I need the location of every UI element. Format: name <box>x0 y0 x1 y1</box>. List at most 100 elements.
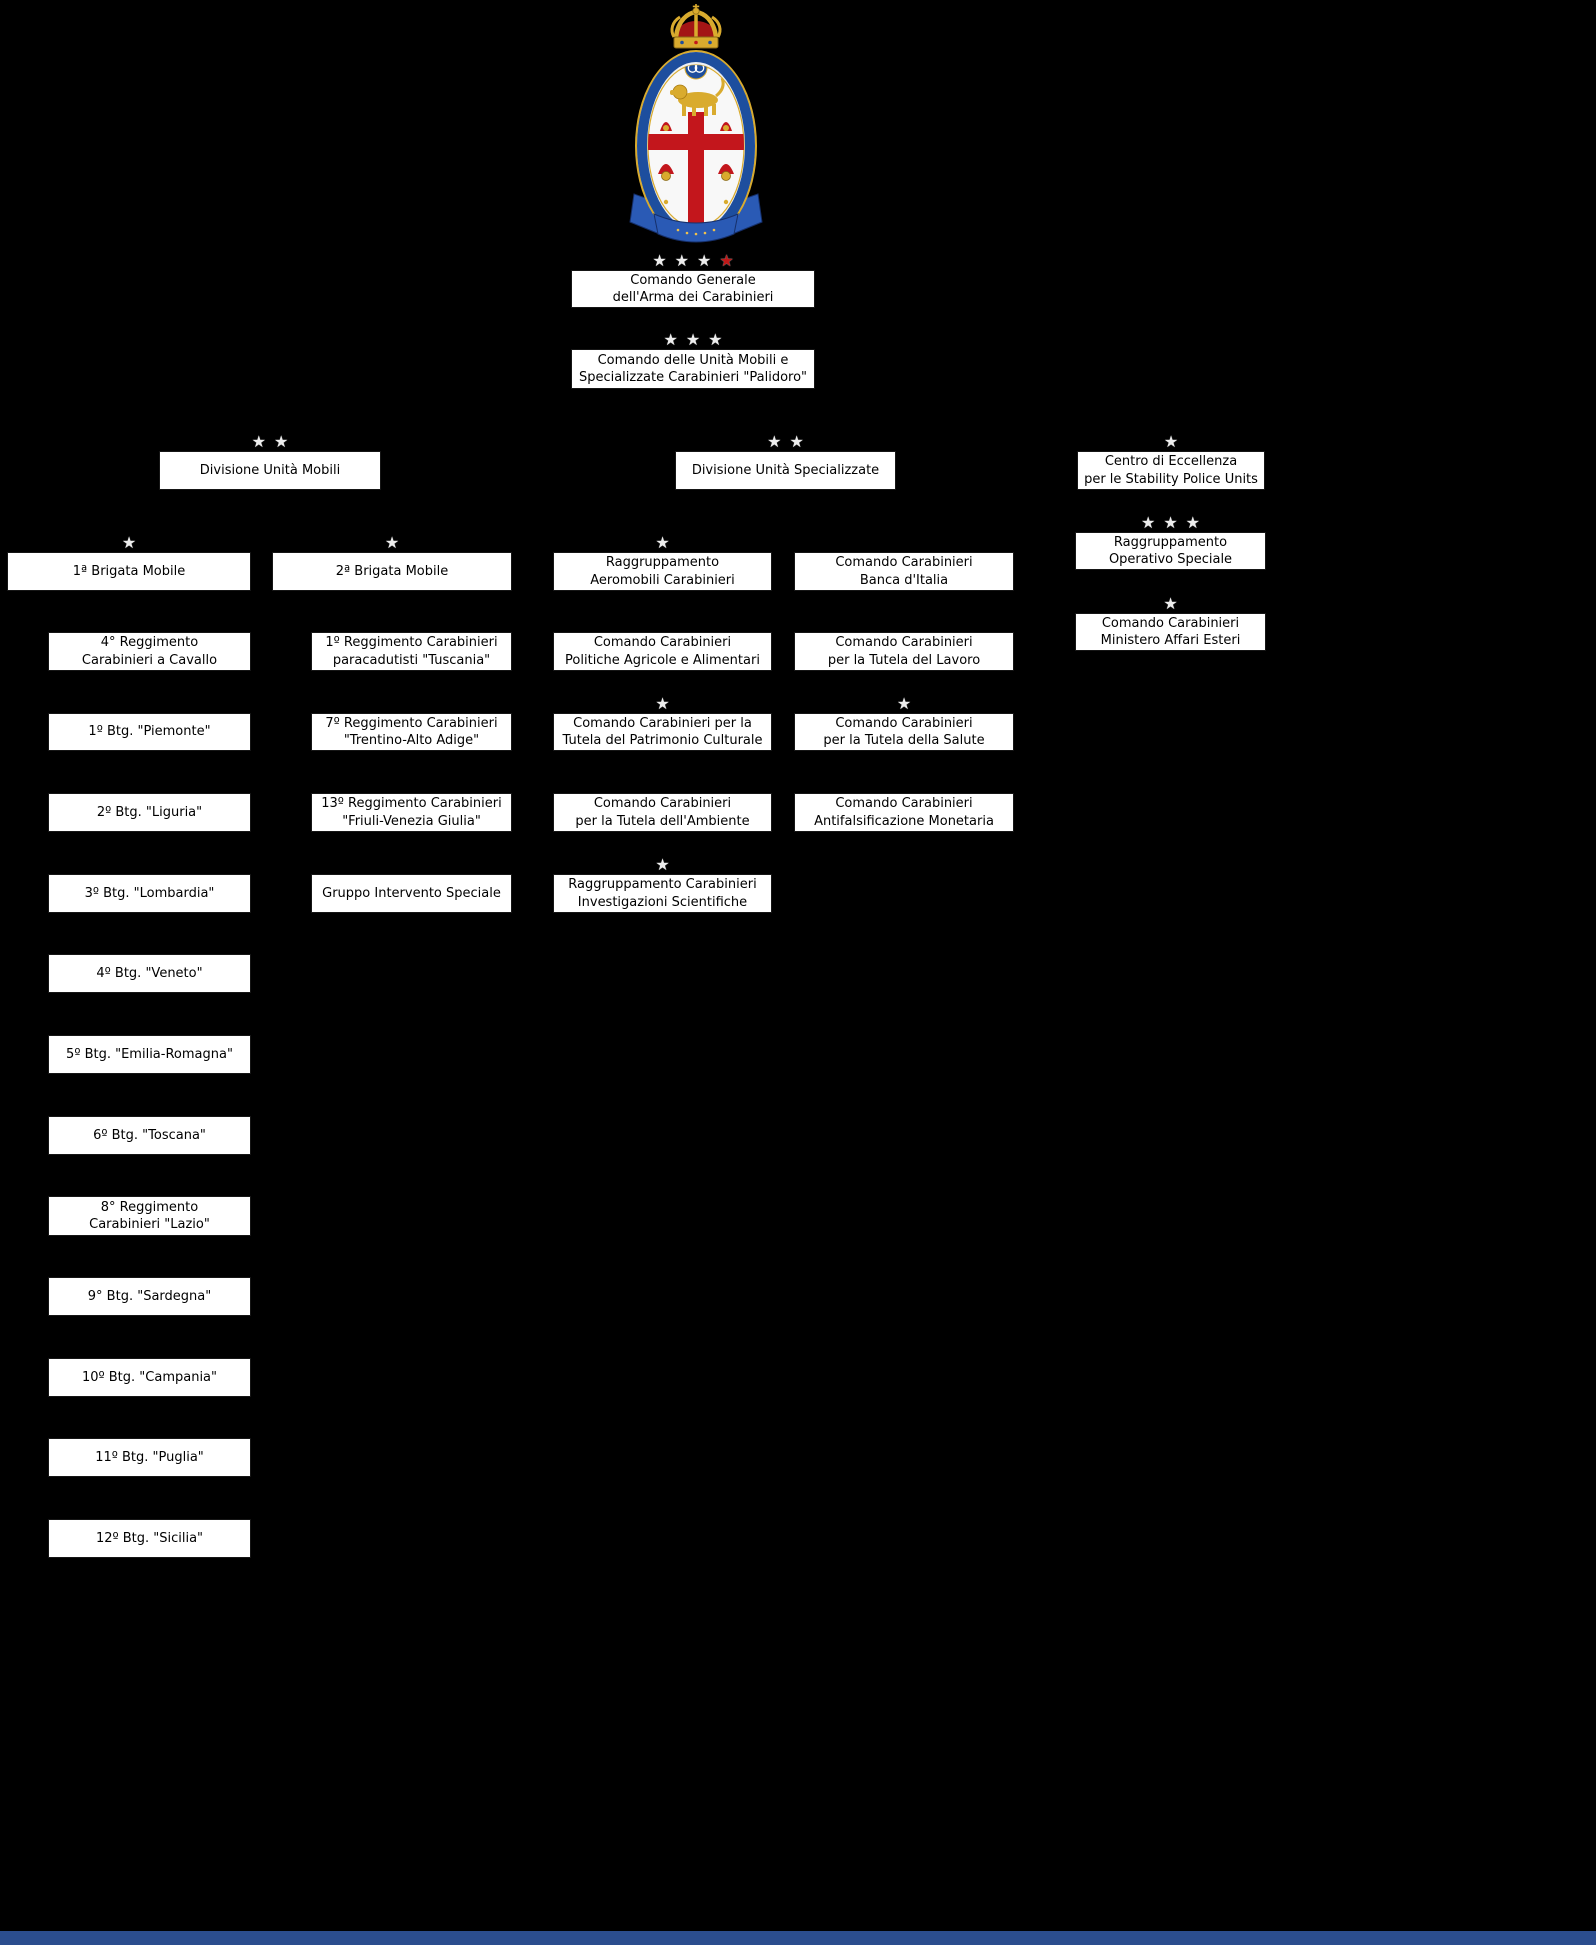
rank-stars: ★ <box>1078 434 1264 450</box>
rank-stars: ★ ★ ★ <box>572 332 814 348</box>
rank-star-icon: ★ <box>1163 432 1179 451</box>
org-node-brigata-mobile-1: ★ 1ª Brigata Mobile <box>7 535 251 591</box>
rank-star-icon: ★ <box>1163 594 1178 613</box>
rank-star-icon: ★ <box>652 251 667 270</box>
org-node-btg-5-emilia-romagna: 5º Btg. "Emilia-Romagna" <box>48 1035 251 1074</box>
rank-star-icon: ★ <box>1140 513 1156 532</box>
lion-figure <box>670 77 725 116</box>
org-node-label: 12º Btg. "Sicilia" <box>95 1530 204 1546</box>
org-node-label: 9° Btg. "Sardegna" <box>87 1288 212 1304</box>
rank-star-icon: ★ <box>1185 513 1201 532</box>
org-node-label: 11º Btg. "Puglia" <box>95 1449 204 1465</box>
rank-star-icon: ★ <box>655 533 670 552</box>
rank-stars: ★ <box>554 857 771 873</box>
rank-star-icon: ★ <box>697 251 712 270</box>
org-node-label: 3º Btg. "Lombardia" <box>84 885 215 901</box>
org-node-label: 1ª Brigata Mobile <box>72 563 186 579</box>
rank-stars: ★ <box>554 535 771 551</box>
org-node-btg-3-lombardia: 3º Btg. "Lombardia" <box>48 874 251 913</box>
rank-star-icon: ★ <box>274 432 289 451</box>
crown <box>670 4 722 49</box>
org-node-reggimento-7-trentino-alto-adige: 7º Reggimento Carabinieri"Trentino-Alto … <box>311 713 512 751</box>
org-node-btg-6-toscana: 6º Btg. "Toscana" <box>48 1116 251 1155</box>
org-node-label: Divisione Unità Mobili <box>199 462 341 478</box>
rank-star-icon: ★ <box>674 251 689 270</box>
rank-stars: ★★ <box>676 434 895 450</box>
org-node-btg-11-puglia: 11º Btg. "Puglia" <box>48 1438 251 1477</box>
rank-star-icon: ★ <box>719 251 734 270</box>
org-node-label: 6º Btg. "Toscana" <box>93 1127 206 1143</box>
org-node-label: 2º Btg. "Liguria" <box>96 804 203 820</box>
rank-star-icon: ★ <box>789 432 804 451</box>
rank-star-icon: ★ <box>663 330 678 349</box>
org-node-btg-10-campania: 10º Btg. "Campania" <box>48 1358 251 1397</box>
org-node-label: Gruppo Intervento Speciale <box>322 885 501 901</box>
rank-stars: ★ <box>1076 596 1265 612</box>
org-node-btg-4-veneto: 4º Btg. "Veneto" <box>48 954 251 993</box>
rank-stars: ★ <box>8 535 250 551</box>
carabinieri-coat-of-arms-emblem <box>629 4 763 243</box>
org-node-label: 7º Reggimento Carabinieri"Trentino-Alto … <box>325 715 498 748</box>
rank-stars: ★ <box>795 696 1013 712</box>
org-node-label: 4º Btg. "Veneto" <box>96 965 203 981</box>
org-node-btg-9-sardegna: 9° Btg. "Sardegna" <box>48 1277 251 1316</box>
org-node-divisione-unita-mobili: ★★ Divisione Unità Mobili <box>159 434 381 490</box>
rank-star-icon: ★ <box>896 694 912 713</box>
rank-star-icon: ★ <box>251 432 266 451</box>
rank-star-icon: ★ <box>655 855 670 874</box>
org-node-label: 10º Btg. "Campania" <box>81 1369 218 1385</box>
rank-stars: ★★ <box>160 434 380 450</box>
org-node-label: Divisione Unità Specializzate <box>691 462 880 478</box>
org-node-label: 2ª Brigata Mobile <box>335 563 449 579</box>
org-node-btg-1-piemonte: 1º Btg. "Piemonte" <box>48 713 251 751</box>
rank-star-icon: ★ <box>708 330 723 349</box>
org-node-divisione-unita-specializzate: ★★ Divisione Unità Specializzate <box>675 434 896 490</box>
rank-stars: ★ <box>554 696 771 712</box>
org-node-brigata-mobile-2: ★ 2ª Brigata Mobile <box>272 535 512 591</box>
org-node-btg-2-liguria: 2º Btg. "Liguria" <box>48 793 251 832</box>
bottom-blue-strip <box>0 1931 1596 1945</box>
ribbon-scroll <box>653 213 739 243</box>
rank-star-icon: ★ <box>655 694 670 713</box>
org-node-label: 13º Reggimento Carabinieri"Friuli-Venezi… <box>321 796 502 829</box>
rank-star-icon: ★ <box>384 533 400 552</box>
rank-star-icon: ★ <box>685 330 701 349</box>
rank-stars: ★ <box>273 535 511 551</box>
org-node-label: 5º Btg. "Emilia-Romagna" <box>66 1046 233 1062</box>
rank-stars: ★ ★ ★ <box>1076 515 1265 531</box>
rank-stars: ★ ★ ★ ★ <box>572 253 814 269</box>
rank-star-icon: ★ <box>1163 513 1178 532</box>
rank-star-icon: ★ <box>121 533 137 552</box>
rank-star-icon: ★ <box>767 432 782 451</box>
org-node-label: 1º Btg. "Piemonte" <box>88 724 211 740</box>
org-node-reggimento-13-friuli-venezia-giulia: 13º Reggimento Carabinieri"Friuli-Venezi… <box>311 793 512 832</box>
